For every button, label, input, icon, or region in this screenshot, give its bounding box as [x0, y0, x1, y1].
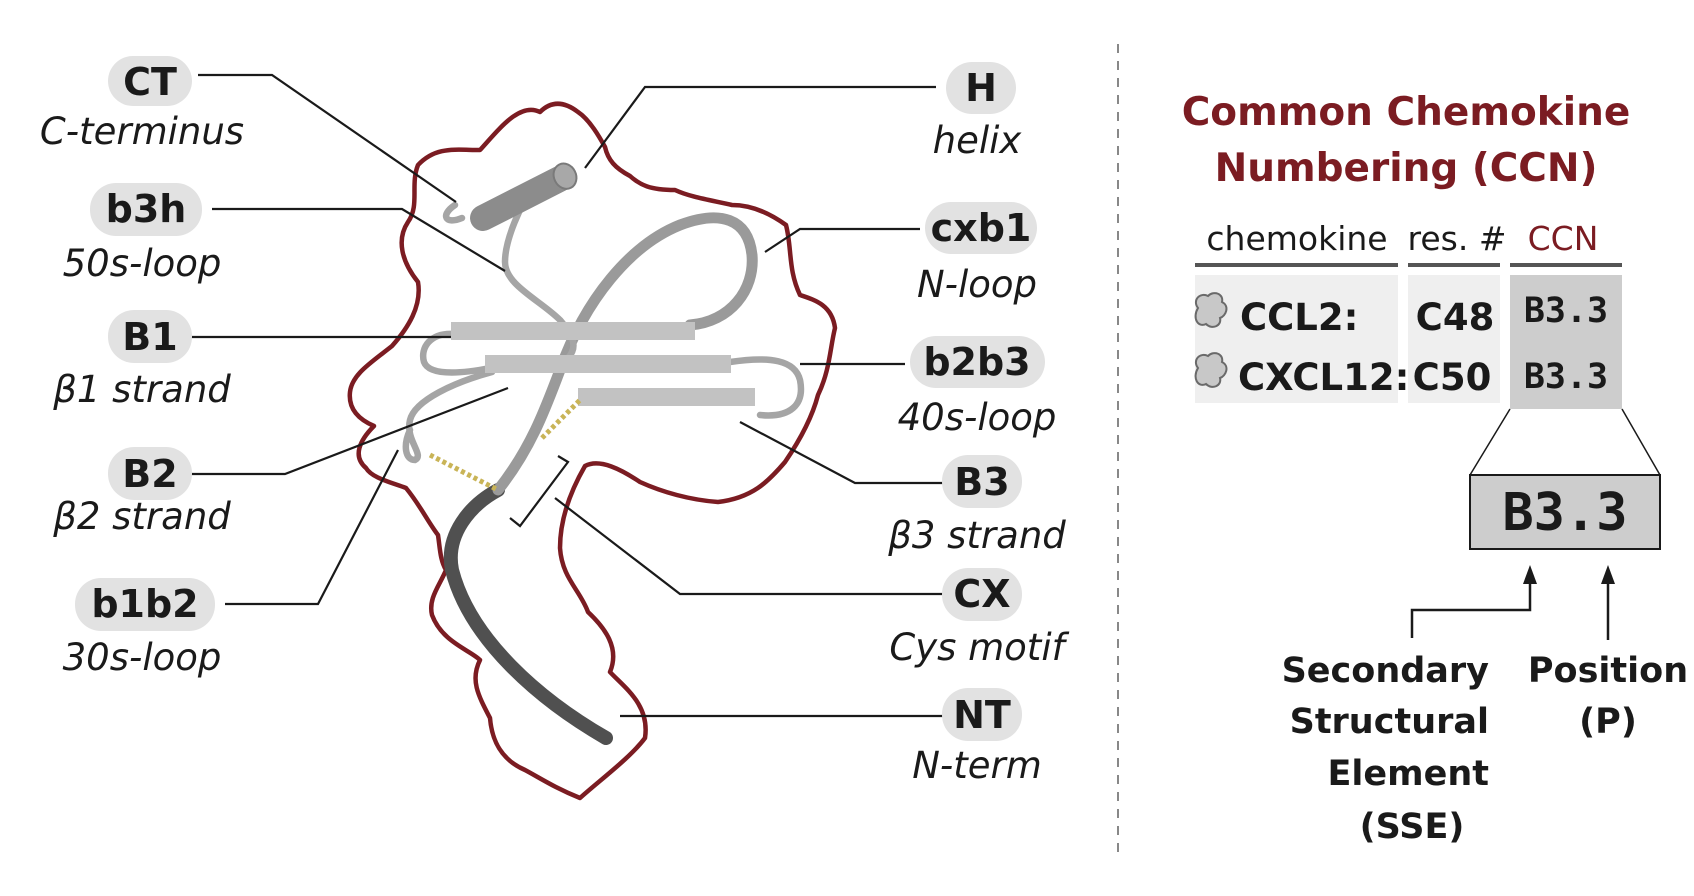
label-b2b3-code: b2b3	[923, 340, 1030, 384]
label-cxb1-desc: N-loop	[917, 263, 1037, 306]
cys-motif-bracket	[509, 455, 570, 528]
sse-arrow	[1410, 575, 1532, 638]
ccn-title-line2: Numbering (CCN)	[1215, 146, 1598, 191]
position-arrowhead	[1601, 565, 1615, 584]
label-cxb1-code: cxb1	[931, 206, 1032, 250]
label-cx-code: CX	[953, 572, 1010, 616]
col-bg-res	[1408, 275, 1500, 403]
leader-b1b2	[225, 449, 399, 606]
label-b3-desc: β3 strand	[887, 514, 1066, 557]
col-bg-chemokine	[1195, 275, 1398, 403]
label-h-desc: helix	[933, 119, 1023, 162]
n-loop-chain	[492, 212, 758, 496]
b1b2-loop	[402, 330, 496, 464]
row-ccn: B3.3	[1524, 357, 1608, 397]
sse-caption-line3: Element	[1328, 754, 1490, 794]
row-chemokine: CCL2:	[1240, 296, 1358, 339]
zoom-line-left	[1469, 408, 1511, 476]
label-b1b2: b1b2 30s-loop	[63, 578, 222, 679]
label-b2: B2 β2 strand	[52, 447, 231, 538]
leader-cxb1	[764, 227, 920, 253]
label-b2-code: B2	[122, 452, 177, 496]
label-b2-desc: β2 strand	[52, 495, 231, 538]
label-ct-desc: C-terminus	[40, 110, 244, 153]
row-chemokine: CXCL12:	[1238, 356, 1409, 399]
label-nt-desc: N-term	[912, 744, 1042, 787]
label-b1b2-desc: 30s-loop	[63, 636, 222, 679]
label-cx: CX Cys motif	[889, 568, 1070, 669]
label-b1b2-code: b1b2	[91, 582, 198, 626]
label-h-code: H	[965, 66, 997, 110]
leader-cx	[554, 497, 945, 596]
sse-arrowhead	[1523, 565, 1537, 584]
label-b3: B3 β3 strand	[887, 455, 1066, 557]
b2b3-loop	[726, 356, 805, 419]
label-b3-code: B3	[954, 460, 1009, 504]
protein-surface-outline	[347, 101, 838, 801]
label-b2b3-desc: 40s-loop	[898, 396, 1057, 439]
col-header-ccn: CCN	[1528, 219, 1599, 258]
protein-blob-icon	[1194, 352, 1228, 388]
position-caption-line2: (P)	[1579, 702, 1637, 742]
ccn-zoom-box	[1469, 474, 1661, 550]
label-cx-desc: Cys motif	[889, 626, 1069, 669]
row-ccn: B3.3	[1524, 291, 1608, 331]
label-ct: CT C-terminus	[40, 56, 244, 153]
beta2-strand	[485, 355, 731, 373]
label-b1-desc: β1 strand	[52, 368, 231, 411]
leader-b3	[739, 421, 945, 485]
label-nt: NT N-term	[912, 688, 1042, 787]
disulfide-bond-2	[540, 398, 582, 440]
n-terminus-tail	[443, 483, 613, 745]
label-b2b3: b2b3 40s-loop	[898, 336, 1057, 439]
ccn-row: CCL2: C48 B3.3	[1194, 291, 1608, 339]
row-res: C48	[1416, 296, 1495, 339]
col-header-res: res. #	[1408, 219, 1507, 258]
leader-ct	[198, 73, 457, 203]
sse-caption-line4: (SSE)	[1360, 807, 1465, 847]
leader-b2	[188, 386, 509, 476]
beta1-strand	[451, 322, 695, 340]
ccn-row: CXCL12: C50 B3.3	[1194, 352, 1608, 399]
col-header-chemokine: chemokine	[1206, 219, 1387, 258]
label-h: H helix	[933, 62, 1023, 162]
disulfide-bond-1	[428, 452, 500, 493]
sse-caption-line1: Secondary	[1282, 651, 1490, 691]
ccn-zoom-value: B3.3	[1502, 483, 1627, 543]
alpha-helix	[470, 162, 578, 231]
row-res: C50	[1413, 356, 1492, 399]
label-b3h-desc: 50s-loop	[63, 242, 222, 285]
label-nt-code: NT	[953, 693, 1011, 737]
label-b3h: b3h 50s-loop	[63, 183, 222, 285]
zoom-line-right	[1621, 408, 1661, 476]
beta3-strand	[578, 388, 755, 406]
ccn-title-line1: Common Chemokine	[1182, 90, 1631, 135]
position-caption-line1: Position	[1528, 651, 1688, 691]
label-b1-code: B1	[122, 315, 177, 359]
label-b1: B1 β1 strand	[52, 310, 231, 411]
label-b3h-code: b3h	[106, 187, 187, 231]
protein-blob-icon	[1194, 292, 1228, 328]
sse-caption-line2: Structural	[1290, 702, 1489, 742]
leader-h	[584, 85, 936, 169]
leader-b3h	[212, 207, 506, 272]
label-cxb1: cxb1 N-loop	[917, 202, 1037, 306]
col-bg-ccn	[1510, 275, 1622, 409]
label-ct-code: CT	[123, 60, 177, 104]
